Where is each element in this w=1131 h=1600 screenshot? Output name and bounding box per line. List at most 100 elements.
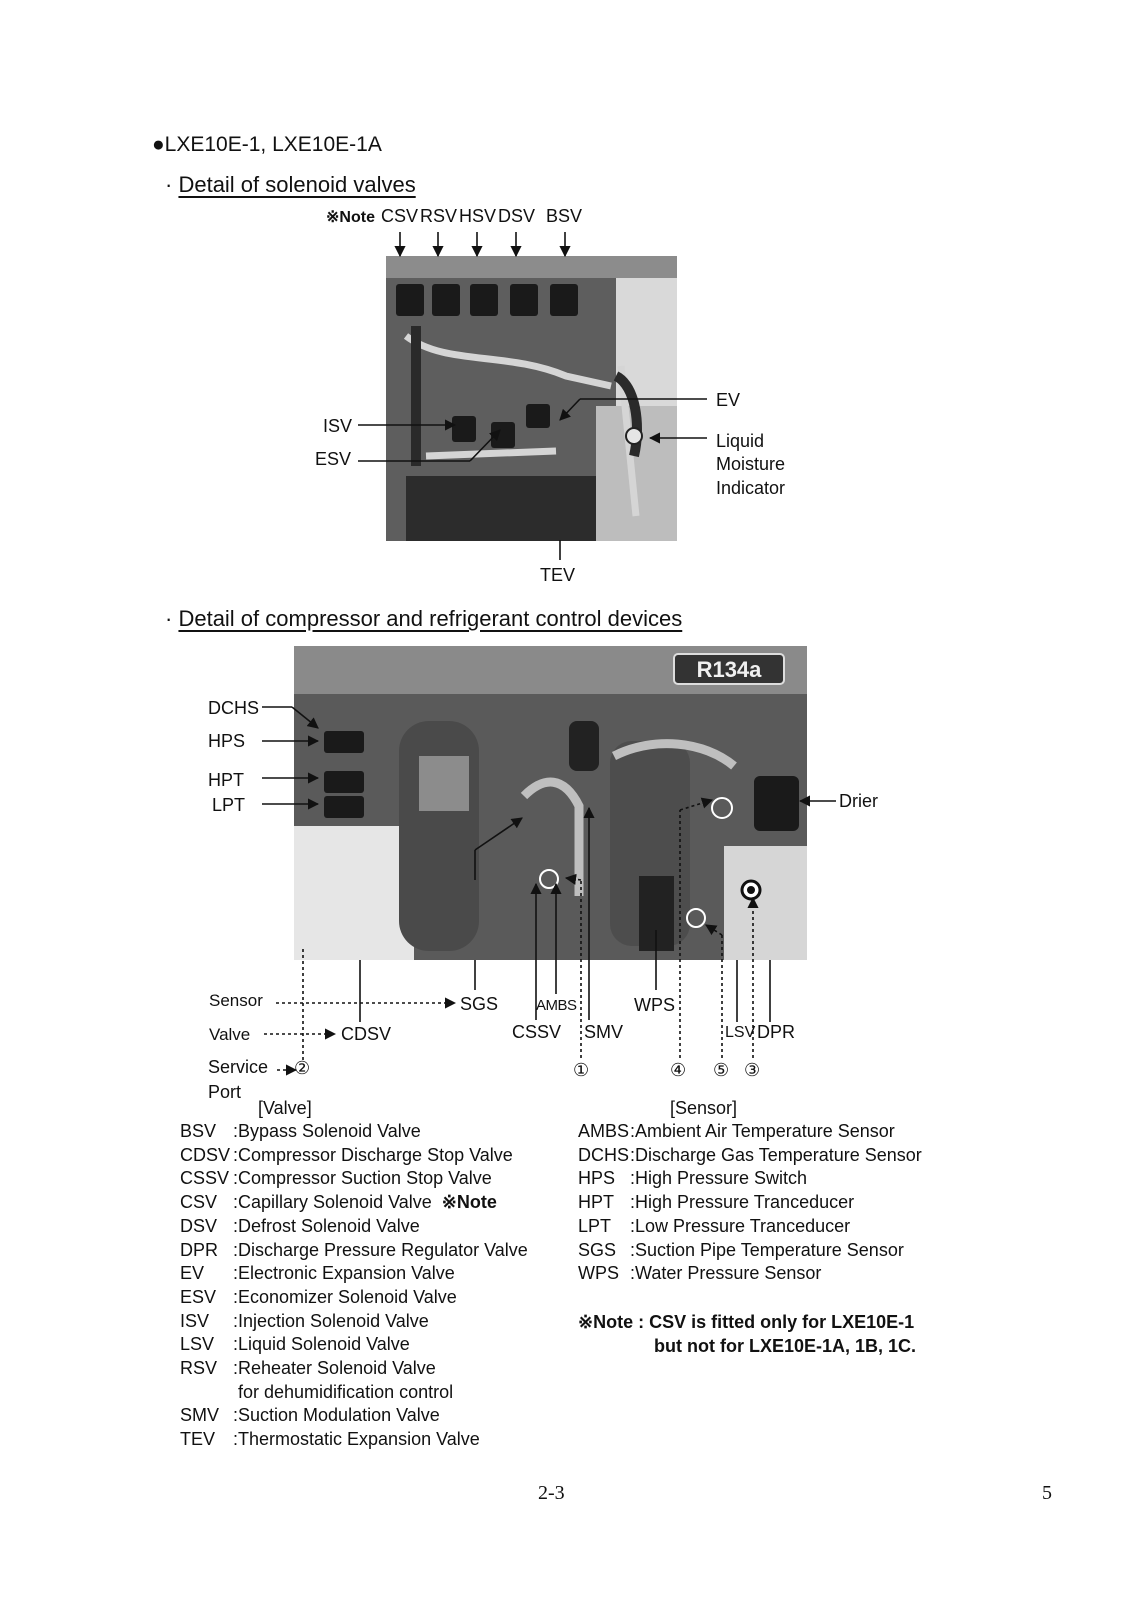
legend-row: BSV :Bypass Solenoid Valve bbox=[180, 1121, 421, 1142]
legend-row: LSV :Liquid Solenoid Valve bbox=[180, 1334, 410, 1355]
legend-code: SGS bbox=[578, 1239, 617, 1260]
legend-row: LPT:Low Pressure Tranceducer bbox=[578, 1216, 850, 1237]
bullet: · bbox=[165, 606, 173, 631]
section-heading-text: Detail of compressor and refrigerant con… bbox=[178, 606, 683, 631]
service-word: Service bbox=[208, 1057, 269, 1077]
legend-row: RSV :Reheater Solenoid Valve bbox=[180, 1358, 436, 1379]
label-rsv: RSV bbox=[420, 206, 458, 226]
legend-code: ESV bbox=[180, 1286, 217, 1307]
legend-row: DPR :Discharge Pressure Regulator Valve bbox=[180, 1240, 528, 1261]
legend-code: CSSV bbox=[180, 1168, 230, 1189]
legend-description: :Defrost Solenoid Valve bbox=[233, 1215, 420, 1236]
note-marker: ※Note bbox=[326, 209, 375, 226]
page-label: 2-3 bbox=[538, 1482, 565, 1504]
label-ambs: AMBS bbox=[536, 997, 577, 1014]
legend-description: :Liquid Solenoid Valve bbox=[233, 1334, 410, 1355]
legend-description: :Suction Modulation Valve bbox=[233, 1405, 440, 1426]
legend-code: CSV bbox=[180, 1192, 218, 1213]
label-cdsv: CDSV bbox=[341, 1024, 392, 1044]
label-tev: TEV bbox=[540, 565, 576, 585]
legend-code: TEV bbox=[180, 1429, 216, 1450]
label-dchs: DCHS bbox=[208, 698, 260, 718]
compressor-photo: R134a bbox=[294, 646, 807, 960]
legend-description: :Thermostatic Expansion Valve bbox=[233, 1429, 480, 1450]
legend-sensor-word: Sensor bbox=[209, 991, 263, 1010]
circled-number-2: ② bbox=[294, 1058, 311, 1078]
label-moisture: Moisture bbox=[716, 454, 786, 474]
label-smv: SMV bbox=[584, 1022, 624, 1042]
legend-description: :Injection Solenoid Valve bbox=[233, 1310, 429, 1331]
label-csv: CSV bbox=[381, 206, 419, 226]
legend-code: DSV bbox=[180, 1215, 218, 1236]
legend-description: :Bypass Solenoid Valve bbox=[233, 1121, 421, 1141]
legend-code: RSV bbox=[180, 1358, 218, 1378]
label-isv: ISV bbox=[323, 416, 353, 436]
legend-sensor-header: [Sensor] bbox=[670, 1098, 738, 1118]
legend-code: BSV bbox=[180, 1121, 217, 1141]
legend-row: TEV :Thermostatic Expansion Valve bbox=[180, 1429, 480, 1450]
legend-row: WPS :Water Pressure Sensor bbox=[578, 1263, 821, 1284]
label-indicator: Indicator bbox=[716, 478, 786, 498]
legend-row: ESV:Economizer Solenoid Valve bbox=[180, 1287, 457, 1308]
legend-description: :Electronic Expansion Valve bbox=[233, 1263, 455, 1284]
label-bsv: BSV bbox=[546, 206, 583, 226]
label-hpt: HPT bbox=[208, 770, 244, 790]
label-dpr: DPR bbox=[757, 1022, 796, 1042]
legend-description: :Ambient Air Temperature Sensor bbox=[630, 1121, 895, 1141]
label-lsv: LSV bbox=[725, 1024, 756, 1041]
label-ev: EV bbox=[716, 390, 741, 410]
circled-number-4: ④ bbox=[670, 1060, 687, 1080]
legend-code: CDSV bbox=[180, 1144, 231, 1165]
section-heading-text: Detail of solenoid valves bbox=[178, 172, 416, 197]
legend-description: :Suction Pipe Temperature Sensor bbox=[630, 1239, 904, 1260]
port-word: Port bbox=[208, 1082, 242, 1102]
label-cssv: CSSV bbox=[512, 1022, 562, 1042]
legend-row: ISV :Injection Solenoid Valve bbox=[180, 1311, 429, 1332]
legend-row: DCHS:Discharge Gas Temperature Sensor bbox=[578, 1145, 922, 1166]
legend-code: DCHS bbox=[578, 1144, 630, 1165]
page-title: ●LXE10E-1, LXE10E-1A bbox=[152, 133, 382, 156]
legend-description: :Capillary Solenoid Valve bbox=[233, 1192, 432, 1213]
legend-row: HPS :High Pressure Switch bbox=[578, 1168, 807, 1189]
legend-row: CSV:Capillary Solenoid Valve※Note bbox=[180, 1192, 497, 1213]
legend-row: CSSV:Compressor Suction Stop Valve bbox=[180, 1168, 492, 1189]
legend-row: SGS :Suction Pipe Temperature Sensor bbox=[578, 1240, 904, 1261]
legend-valve-header: [Valve] bbox=[258, 1098, 312, 1118]
label-sgs: SGS bbox=[460, 994, 499, 1014]
legend-code: LPT bbox=[578, 1215, 612, 1236]
solenoid-valves-photo bbox=[386, 256, 677, 541]
legend-row: EV:Electronic Expansion Valve bbox=[180, 1263, 455, 1284]
legend-description: for dehumidification control bbox=[238, 1381, 454, 1402]
section-heading-compressor: · Detail of compressor and refrigerant c… bbox=[165, 606, 682, 632]
legend-description: :Reheater Solenoid Valve bbox=[233, 1358, 436, 1378]
section-heading-solenoid-valves: · Detail of solenoid valves bbox=[165, 172, 416, 198]
note-line-2: but not for LXE10E-1A, 1B, 1C. bbox=[654, 1336, 917, 1356]
circled-number-3: ③ bbox=[744, 1060, 761, 1080]
legend-code: WPS bbox=[578, 1263, 620, 1284]
legend-row: DSV :Defrost Solenoid Valve bbox=[180, 1216, 420, 1237]
legend-code: DPR bbox=[180, 1239, 219, 1260]
label-esv: ESV bbox=[315, 449, 352, 469]
legend-code: ISV bbox=[180, 1310, 210, 1331]
legend-code: LSV bbox=[180, 1334, 215, 1355]
label-lpt: LPT bbox=[212, 795, 246, 815]
legend-code: AMBS bbox=[578, 1121, 630, 1141]
legend-row: SMV :Suction Modulation Valve bbox=[180, 1405, 440, 1426]
circled-number-5: ⑤ bbox=[713, 1060, 730, 1080]
legend-description: :High Pressure Tranceducer bbox=[630, 1192, 855, 1213]
legend-code: SMV bbox=[180, 1405, 220, 1426]
legend-description: :Discharge Gas Temperature Sensor bbox=[630, 1144, 922, 1165]
legend-description: :Water Pressure Sensor bbox=[630, 1263, 822, 1284]
label-wps: WPS bbox=[634, 995, 676, 1015]
legend-description: :High Pressure Switch bbox=[630, 1168, 808, 1189]
legend-description: :Discharge Pressure Regulator Valve bbox=[233, 1239, 528, 1260]
label-drier: Drier bbox=[839, 791, 878, 811]
page-number: 5 bbox=[1042, 1482, 1052, 1504]
bullet: · bbox=[165, 172, 173, 197]
circled-number-1: ① bbox=[573, 1060, 590, 1080]
legend-code: HPS bbox=[578, 1168, 616, 1189]
legend-row: HPT:High Pressure Tranceducer bbox=[578, 1192, 854, 1213]
legend-valve-word: Valve bbox=[209, 1025, 251, 1044]
legend-row: CDSV:Compressor Discharge Stop Valve bbox=[180, 1145, 513, 1166]
label-dsv: DSV bbox=[498, 206, 536, 226]
